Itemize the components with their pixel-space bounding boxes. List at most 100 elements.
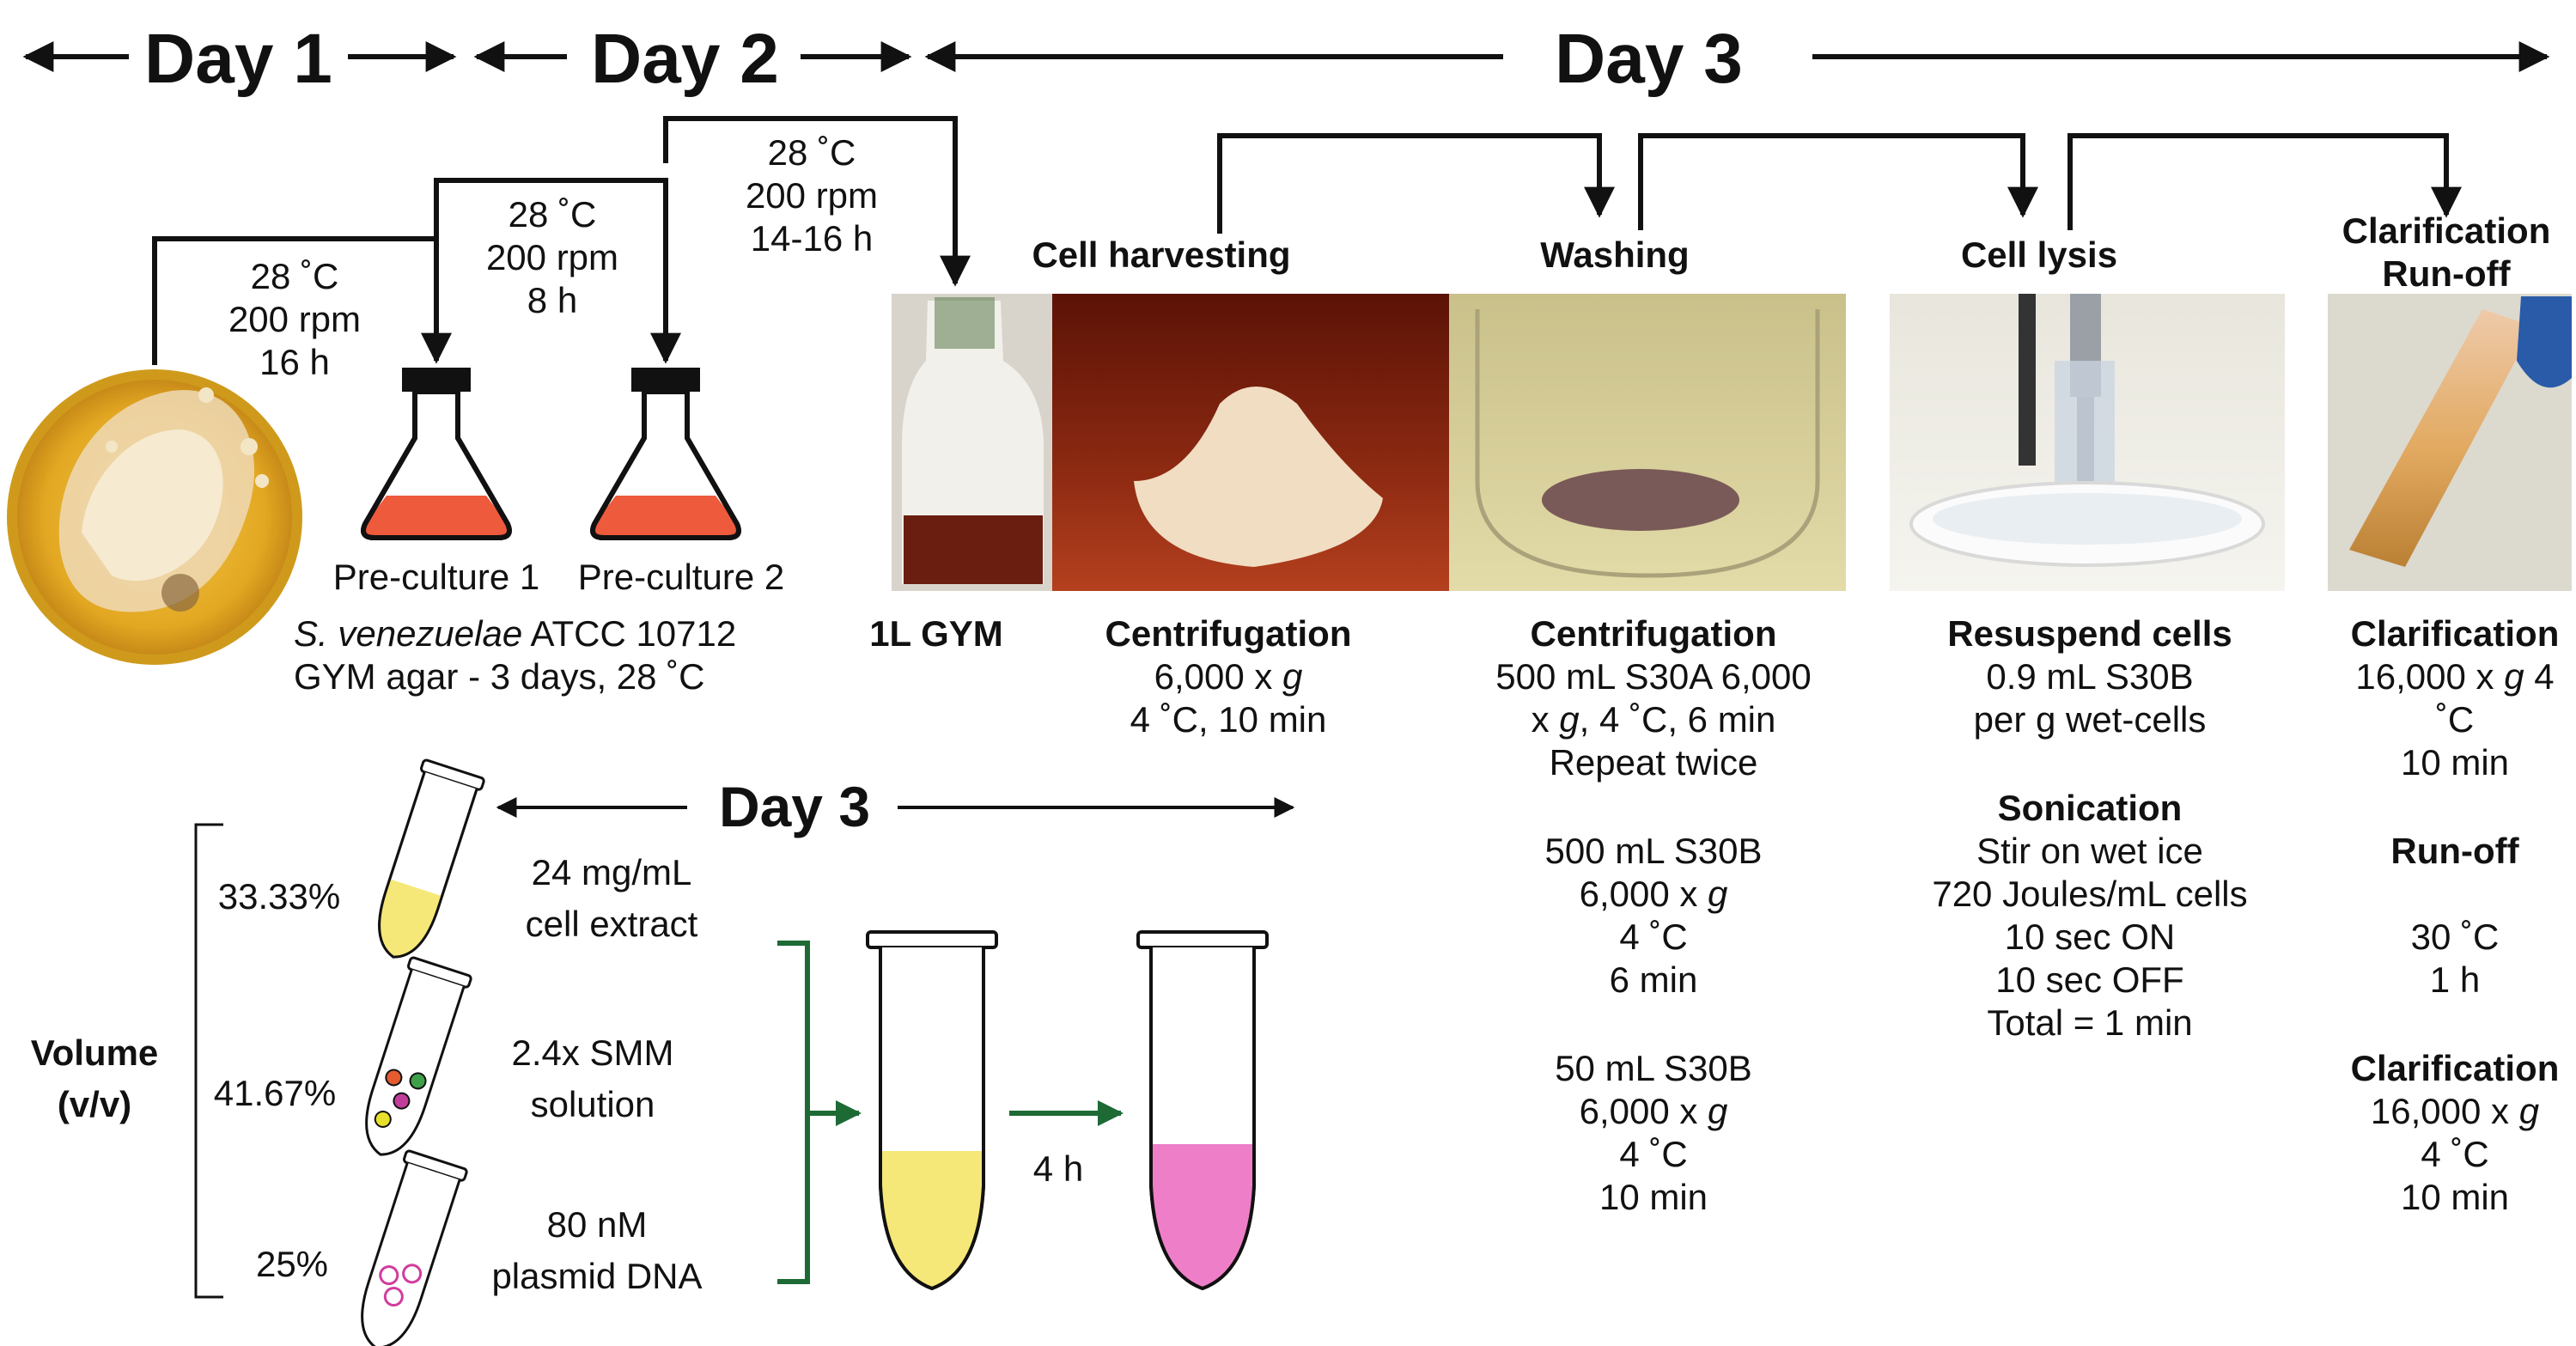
clarify-r-line1: 30 ˚C <box>2411 917 2500 957</box>
lysis-s-line4: 10 sec OFF <box>1995 959 2183 1000</box>
reaction-day-label: Day 3 <box>719 775 870 838</box>
smm-tube-icon <box>365 956 472 1156</box>
clarify-runoff: Run-off <box>2390 831 2519 871</box>
pct-cell-extract: 33.33% <box>218 876 340 917</box>
plate-info: GYM agar - 3 days, 28 ˚C <box>294 656 705 697</box>
clarify-details: Clarification 16,000 x g 4 ˚C 10 min Run… <box>2351 613 2560 1217</box>
culture-conditions: 28 ˚C 200 rpm 16 h 28 ˚C 200 rpm 8 h 28 … <box>228 132 878 382</box>
comp-smm-l1: 2.4x SMM <box>511 1032 673 1073</box>
washing-b1-line3: 4 ˚C <box>1619 917 1687 957</box>
lysis-r-line1: 0.9 mL S30B <box>1986 656 2193 697</box>
lysis-s-line2: 720 Joules/mL cells <box>1932 874 2247 914</box>
day2-label: Day 2 <box>591 20 779 98</box>
step1-speed: 200 rpm <box>228 299 361 339</box>
gym-label: 1L GYM <box>869 613 1003 654</box>
gym-bottle-image <box>892 294 1052 591</box>
lysis-s-line3: 10 sec ON <box>2005 917 2175 957</box>
harvest-speed-value: 6,000 x <box>1154 656 1282 697</box>
reaction-tube-start <box>866 930 998 1291</box>
clarify-c2-g-unit: g <box>2519 1091 2539 1131</box>
harvest-image <box>1052 294 1449 591</box>
combine-arrows <box>777 941 1124 1284</box>
comp-dna-l2: plasmid DNA <box>491 1256 702 1296</box>
comp-cell-extract-l2: cell extract <box>526 904 698 944</box>
clarify-c2-line1: 16,000 x g <box>2371 1091 2539 1131</box>
harvest-centrifugation: Centrifugation <box>1105 613 1352 654</box>
lysis-resuspend: Resuspend cells <box>1947 613 2232 654</box>
clarify-c1-line3: 10 min <box>2401 742 2509 783</box>
step1-temp: 28 ˚C <box>251 256 339 296</box>
stage-runoff: Run-off <box>2382 253 2511 294</box>
lysis-image <box>1890 294 2285 591</box>
lysis-r-line2: per g wet-cells <box>1974 699 2207 740</box>
clarification-image <box>2328 294 2572 591</box>
clarify-title1: Clarification <box>2351 613 2560 654</box>
clarify-title2: Clarification <box>2351 1048 2560 1088</box>
strain-species: S. venezuelae <box>294 613 522 654</box>
preculture2-label: Pre-culture 2 <box>578 557 784 597</box>
washing-b2-line1: 50 mL S30B <box>1555 1048 1752 1088</box>
components: 24 mg/mL cell extract 2.4x SMM solution … <box>491 852 702 1296</box>
washing-details: Centrifugation 500 mL S30A 6,000 x g, 4 … <box>1495 613 1811 1217</box>
washing-g-unit: g <box>1559 699 1579 740</box>
step3-temp: 28 ˚C <box>768 132 856 173</box>
strain-id: ATCC 10712 <box>522 613 736 654</box>
stage-washing: Washing <box>1540 234 1689 275</box>
clarify-c1-g-unit: g <box>2504 656 2524 697</box>
comp-cell-extract-l1: 24 mg/mL <box>532 852 692 892</box>
stage-arrows <box>1217 133 2462 234</box>
clarify-c2-speed: 16,000 x <box>2371 1091 2519 1131</box>
strain-label: S. venezuelae ATCC 10712 <box>294 613 736 654</box>
washing-b1-line4: 6 min <box>1610 959 1698 1000</box>
washing-centrifugation: Centrifugation <box>1531 613 1777 654</box>
clarify-c2-line2: 4 ˚C <box>2421 1134 2488 1174</box>
clarify-c1-temp-num: 4 <box>2524 656 2555 697</box>
harvest-g-unit: g <box>1282 656 1302 697</box>
reaction-day3-timeline: Day 3 <box>496 775 1295 838</box>
step3-time: 14-16 h <box>751 218 873 259</box>
reaction-tube-product <box>1136 930 1269 1291</box>
volume-unit-label: (v/v) <box>58 1084 131 1124</box>
preculture1-label: Pre-culture 1 <box>333 557 539 597</box>
stage-lysis: Cell lysis <box>1961 234 2117 275</box>
washing-b2-speed: 6,000 x <box>1580 1091 1708 1131</box>
comp-smm-l2: solution <box>531 1084 655 1124</box>
washing-line2-a: x <box>1532 699 1560 740</box>
comp-dna-l1: 80 nM <box>547 1204 648 1245</box>
washing-b1-g-unit: g <box>1708 874 1727 914</box>
harvest-details: Centrifugation 6,000 x g 4 ˚C, 10 min <box>1105 613 1352 740</box>
stage-harvesting: Cell harvesting <box>1032 234 1290 275</box>
preculture2-flask-icon <box>590 368 741 540</box>
lysis-s-line5: Total = 1 min <box>1987 1002 2192 1043</box>
culture-steps <box>152 116 971 365</box>
clarify-r-line2: 1 h <box>2430 959 2480 1000</box>
washing-b1-line2: 6,000 x g <box>1580 874 1728 914</box>
cell-extract-tube-icon <box>378 758 485 959</box>
washing-b2-g-unit: g <box>1708 1091 1727 1131</box>
harvest-conditions: 4 ˚C, 10 min <box>1130 699 1327 740</box>
clarify-c1-line2: ˚C <box>2436 699 2474 740</box>
harvest-speed: 6,000 x g <box>1154 656 1303 697</box>
clarify-c2-line3: 10 min <box>2401 1177 2509 1217</box>
washing-b2-line3: 4 ˚C <box>1619 1134 1687 1174</box>
step3-speed: 200 rpm <box>746 175 878 216</box>
step2-time: 8 h <box>527 280 577 320</box>
step2-temp: 28 ˚C <box>509 194 597 234</box>
volume-bracket <box>194 823 223 1299</box>
clarify-c1-speed: 16,000 x <box>2355 656 2504 697</box>
preculture1-flask-icon <box>361 368 512 540</box>
washing-b2-line2: 6,000 x g <box>1580 1091 1728 1131</box>
washing-image <box>1449 294 1846 591</box>
agar-plate-image <box>7 369 302 665</box>
washing-b1-line1: 500 mL S30B <box>1545 831 1763 871</box>
volume-label: Volume <box>31 1032 159 1073</box>
washing-line1: 500 mL S30A 6,000 <box>1495 656 1811 697</box>
washing-line2: x g, 4 ˚C, 6 min <box>1532 699 1776 740</box>
incubation-time: 4 h <box>1033 1148 1083 1189</box>
stage-clarification: Clarification <box>2342 210 2551 251</box>
lysis-sonication: Sonication <box>1998 788 2183 828</box>
pct-dna: 25% <box>256 1244 328 1284</box>
step1-time: 16 h <box>259 342 330 382</box>
dna-tube-icon <box>361 1149 468 1346</box>
